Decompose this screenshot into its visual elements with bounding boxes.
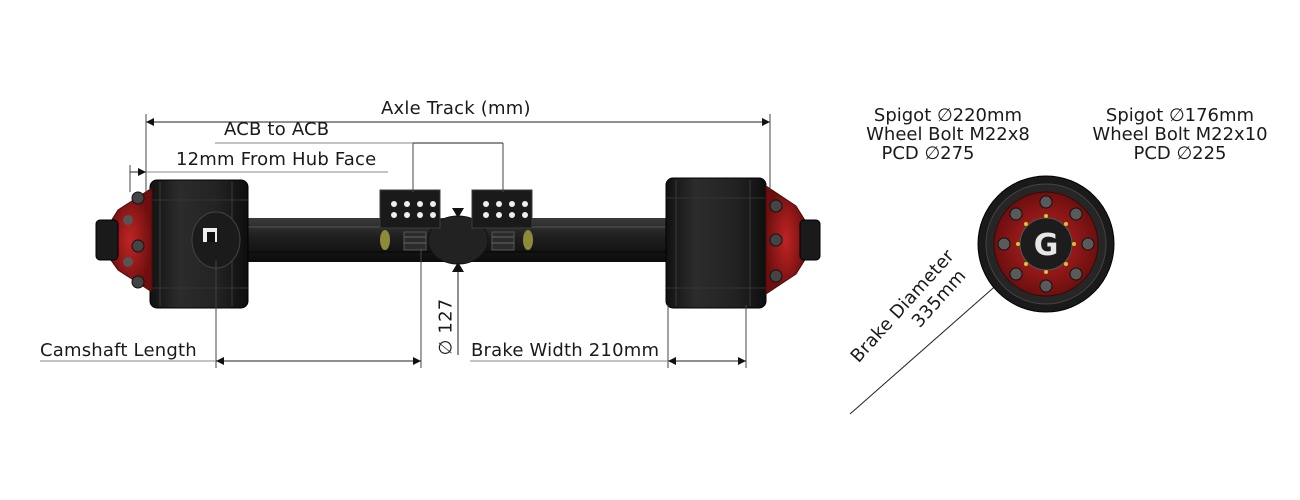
axle-side-view: [95, 177, 821, 309]
spec-left-pcd: PCD ∅275: [881, 143, 975, 164]
brake-width-label: Brake Width 210mm: [471, 340, 660, 361]
right-bracket: [471, 189, 533, 251]
right-hub: [765, 185, 821, 295]
right-brake-drum: [665, 177, 767, 309]
wheel-studs: [997, 195, 1095, 293]
spec-left-wheel-bolt: Wheel Bolt M22x8: [866, 124, 1030, 145]
spec-right-wheel-bolt: Wheel Bolt M22x10: [1092, 124, 1268, 145]
hub-logo: G: [1034, 228, 1059, 263]
camshaft-length-label: Camshaft Length: [40, 340, 197, 361]
left-hub: [95, 187, 153, 293]
spec-right-pcd: PCD ∅225: [1133, 143, 1227, 164]
diameter-127-label: ∅ 127: [435, 298, 457, 356]
left-brake-drum: [149, 179, 249, 309]
hub-front-view: G: [977, 175, 1115, 313]
left-bracket: [379, 189, 441, 251]
acb-to-acb-label: ACB to ACB: [224, 119, 330, 140]
hub-face-label: 12mm From Hub Face: [176, 149, 377, 170]
dimension-lines: [40, 114, 1001, 415]
spec-left: Spigot ∅220mm Wheel Bolt M22x8 PCD ∅275: [858, 106, 1038, 163]
spec-right-spigot: Spigot ∅176mm: [1105, 105, 1255, 126]
spec-right: Spigot ∅176mm Wheel Bolt M22x10 PCD ∅225: [1085, 106, 1275, 163]
spec-left-spigot: Spigot ∅220mm: [873, 105, 1023, 126]
axle-track-label: Axle Track (mm): [381, 98, 531, 119]
